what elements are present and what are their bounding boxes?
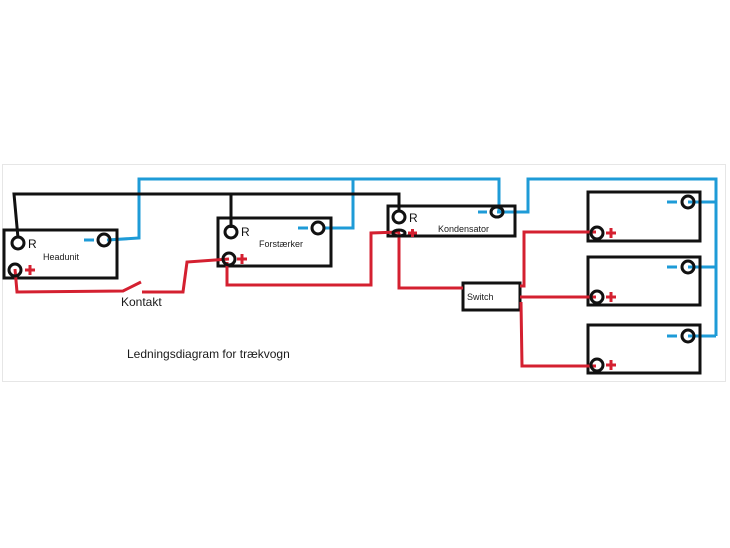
terminal-forstaerker-plus[interactable] bbox=[221, 251, 237, 267]
battery-1-box bbox=[586, 190, 702, 243]
remote-wires bbox=[12, 192, 401, 239]
terminal-battery-2-plus[interactable] bbox=[589, 289, 605, 305]
ground-wire-headunit bbox=[106, 177, 501, 242]
power-wire-switch-battery-3 bbox=[519, 301, 596, 368]
power-wire-kontakt bbox=[142, 257, 230, 294]
headunit-label: Headunit bbox=[43, 252, 80, 262]
power-wire-forstaerker bbox=[225, 230, 401, 287]
kondensator-box bbox=[386, 204, 517, 238]
terminal-battery-2-minus[interactable] bbox=[680, 259, 696, 275]
ground-wire-kondensator bbox=[497, 177, 718, 336]
forstaerker-remote-label: R bbox=[241, 225, 250, 239]
battery-3-box bbox=[586, 323, 702, 375]
diagram-title: Ledningsdiagram for trækvogn bbox=[127, 347, 290, 361]
terminal-kondensator-plus[interactable] bbox=[391, 228, 407, 238]
terminal-battery-3-plus[interactable] bbox=[589, 357, 605, 373]
terminal-kondensator-remote[interactable] bbox=[391, 209, 407, 225]
power-wire-headunit bbox=[13, 268, 142, 294]
forstaerker-box bbox=[216, 216, 333, 268]
power-wires bbox=[13, 228, 616, 370]
terminal-headunit-plus[interactable] bbox=[7, 262, 23, 278]
kondensator-remote-label: R bbox=[409, 211, 418, 225]
kondensator-label: Kondensator bbox=[438, 224, 489, 234]
terminal-forstaerker-minus[interactable] bbox=[310, 220, 326, 236]
terminal-battery-1-minus[interactable] bbox=[680, 194, 696, 210]
terminal-headunit-remote[interactable] bbox=[10, 235, 26, 251]
headunit-box bbox=[2, 228, 119, 280]
power-wire-switch-battery-1 bbox=[520, 230, 596, 288]
forstaerker-label: Forstærker bbox=[259, 239, 303, 249]
switch-label: Switch bbox=[467, 292, 494, 302]
kontakt-label: Kontakt bbox=[121, 295, 162, 309]
terminal-kondensator-minus[interactable] bbox=[489, 205, 505, 219]
terminal-forstaerker-remote[interactable] bbox=[223, 224, 239, 240]
power-wire-kondensator-switch bbox=[397, 233, 463, 290]
terminal-headunit-minus[interactable] bbox=[96, 232, 112, 248]
battery-2-box bbox=[586, 255, 702, 307]
terminal-battery-1-plus[interactable] bbox=[589, 225, 605, 241]
headunit-remote-label: R bbox=[28, 237, 37, 251]
remote-wire-headunit bbox=[12, 192, 401, 239]
terminal-battery-3-minus[interactable] bbox=[680, 328, 696, 344]
ground-wire-forstaerker bbox=[323, 179, 355, 230]
